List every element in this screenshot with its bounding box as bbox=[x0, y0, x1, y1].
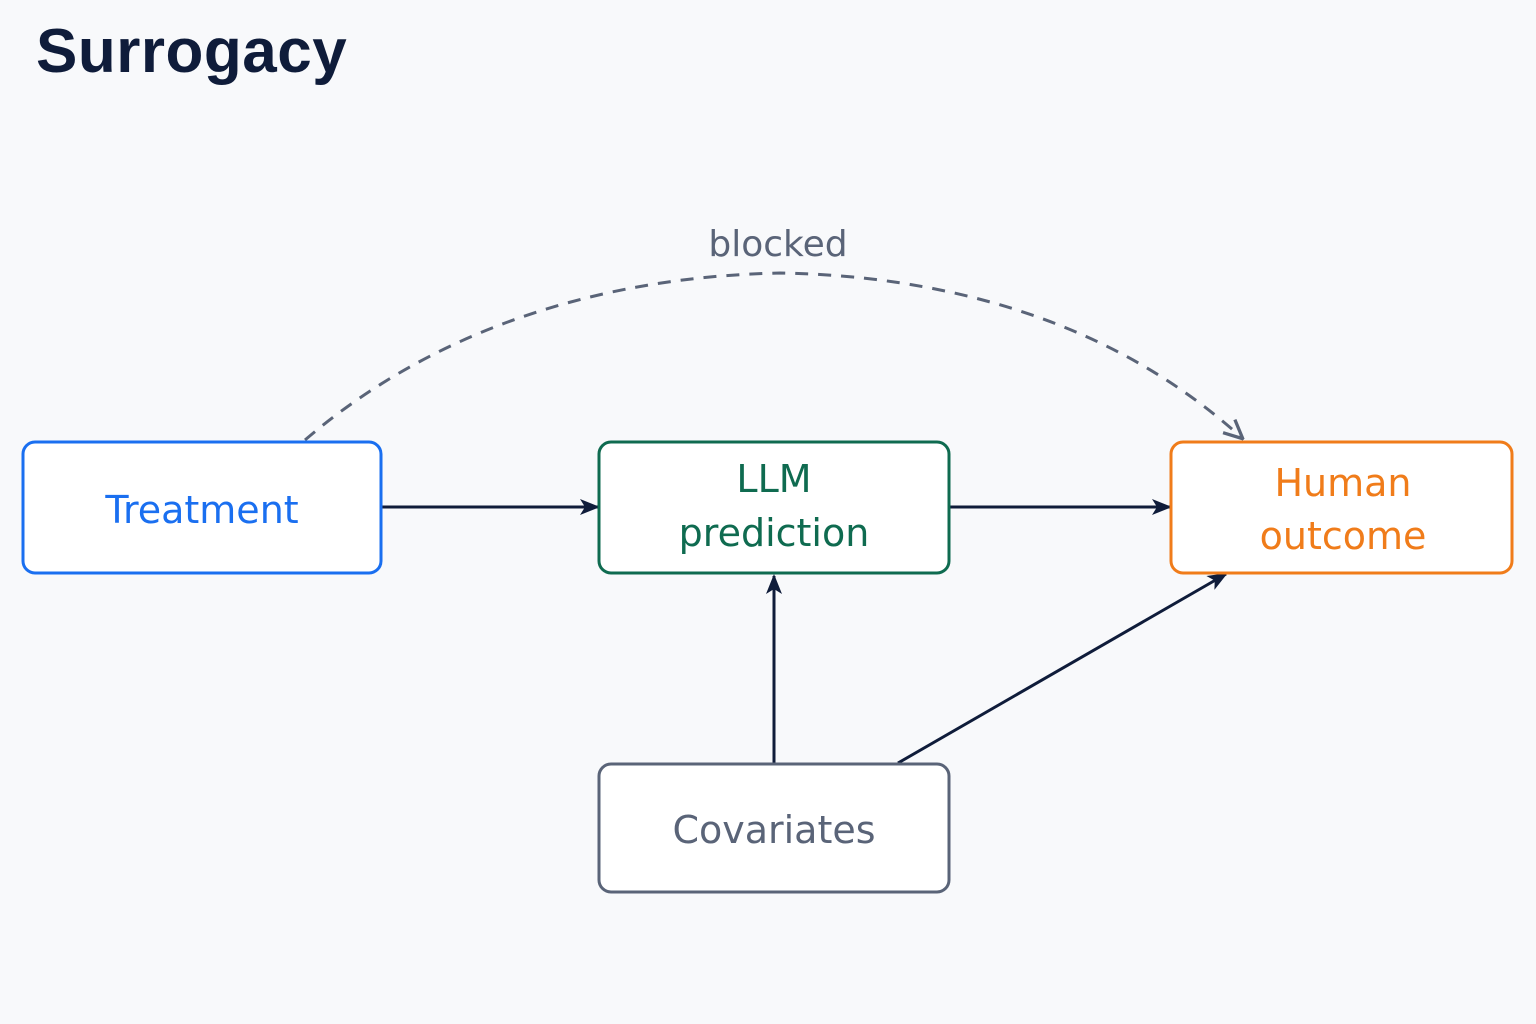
edge-blocked-treatment-to-human-outcome bbox=[304, 271, 1242, 440]
node-human-outcome-label-line2: outcome bbox=[1260, 514, 1427, 558]
node-covariates-box bbox=[597, 762, 951, 894]
node-llm-prediction-label-line2: prediction bbox=[679, 511, 870, 555]
edges: blocked bbox=[304, 224, 1242, 765]
node-human-outcome-label-line1: Human bbox=[1274, 461, 1411, 505]
page-title: Surrogacy bbox=[36, 17, 348, 86]
node-llm-prediction-box bbox=[597, 440, 951, 575]
node-human-outcome-box bbox=[1169, 440, 1514, 575]
node-treatment-label: Treatment bbox=[104, 488, 298, 532]
node-llm-prediction: LLM prediction bbox=[597, 440, 951, 575]
node-llm-prediction-label-line1: LLM bbox=[736, 457, 811, 501]
node-human-outcome: Human outcome bbox=[1169, 440, 1514, 575]
node-covariates-label: Covariates bbox=[672, 808, 875, 852]
edge-covariates-to-human-outcome bbox=[897, 572, 1228, 765]
node-treatment: Treatment bbox=[21, 440, 383, 575]
node-covariates: Covariates bbox=[597, 762, 951, 894]
node-treatment-box bbox=[21, 440, 383, 575]
edge-label-blocked: blocked bbox=[708, 224, 847, 265]
